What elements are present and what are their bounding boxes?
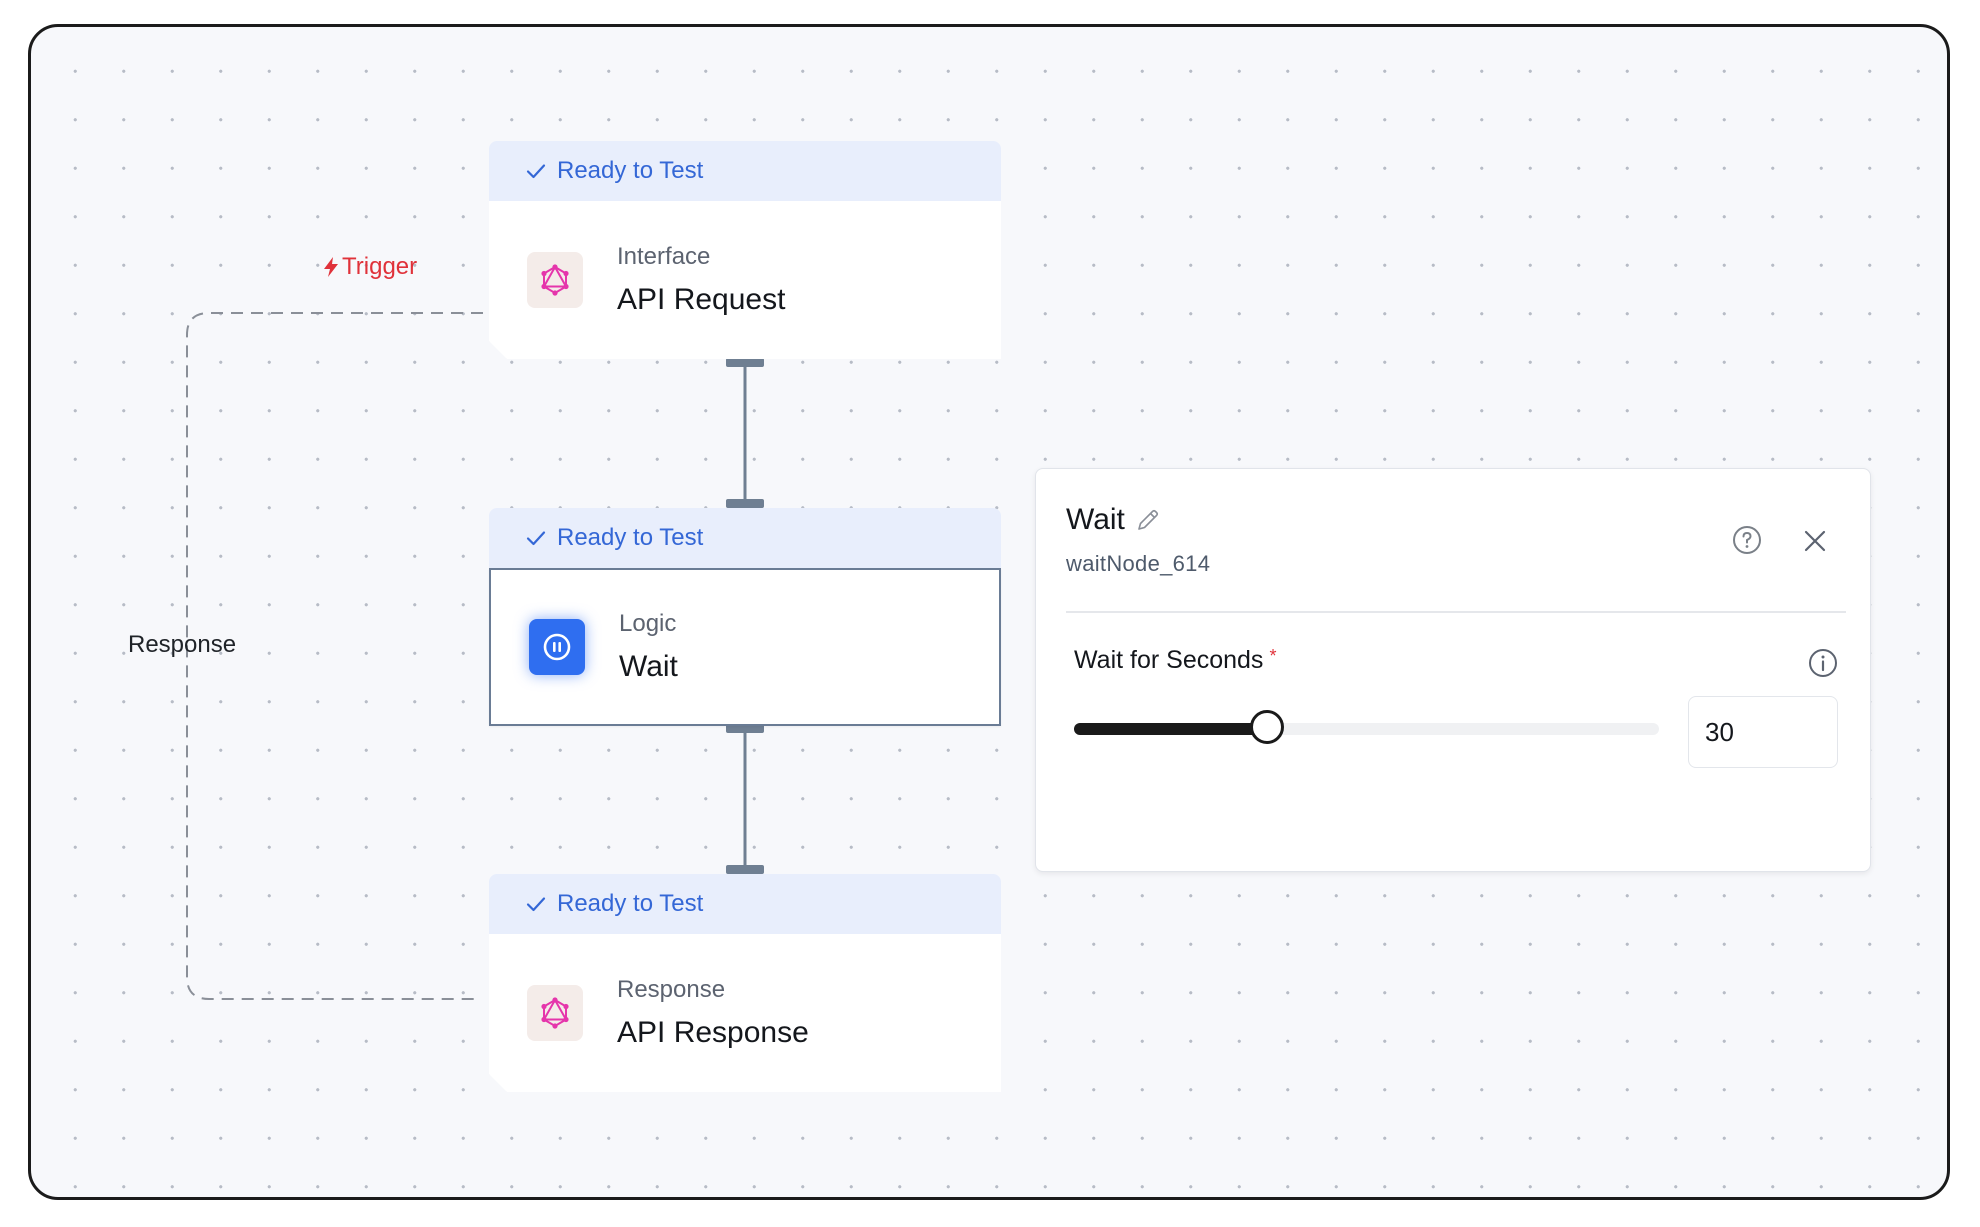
graphql-icon	[527, 252, 583, 308]
node-status-bar: Ready to Test	[489, 874, 1001, 934]
trigger-edge-label: Trigger	[322, 253, 417, 281]
node-title: API Response	[617, 1016, 809, 1049]
node-handle[interactable]	[726, 865, 764, 874]
node-status-text: Ready to Test	[557, 157, 704, 184]
response-edge-label: Response	[128, 631, 237, 658]
info-icon[interactable]	[1807, 647, 1839, 679]
close-icon[interactable]	[1801, 527, 1829, 555]
wait-settings-panel: Wait waitNode_614 Wait for Seconds*	[1035, 468, 1871, 872]
node-handle[interactable]	[726, 724, 764, 733]
wait-seconds-label-text: Wait for Seconds	[1074, 646, 1264, 674]
trigger-label-text: Trigger	[342, 253, 418, 280]
node-id: waitNode_614	[1066, 551, 1211, 576]
lightning-icon	[324, 257, 338, 277]
check-icon	[526, 531, 546, 546]
panel-title: Wait	[1066, 503, 1125, 536]
response-loop-edge	[186, 312, 483, 1000]
node-kind: Logic	[619, 610, 677, 637]
node-handle[interactable]	[726, 358, 764, 367]
node-api-request[interactable]: Ready to Test Interface API Request	[489, 141, 1001, 359]
node-kind: Response	[617, 976, 726, 1003]
wait-seconds-slider[interactable]	[1074, 709, 1659, 749]
node-status-text: Ready to Test	[557, 890, 704, 917]
check-icon	[526, 897, 546, 912]
slider-fill	[1074, 723, 1268, 735]
wait-seconds-input[interactable]	[1688, 696, 1838, 768]
pencil-icon[interactable]	[1135, 507, 1161, 533]
panel-divider	[1066, 611, 1846, 613]
slider-thumb[interactable]	[1250, 710, 1285, 744]
node-kind: Interface	[617, 243, 711, 270]
graphql-icon	[527, 985, 583, 1041]
node-title: Wait	[619, 650, 678, 683]
help-icon[interactable]	[1731, 524, 1763, 556]
node-status-bar: Ready to Test	[489, 141, 1001, 201]
edge-layer	[186, 312, 764, 1000]
wait-seconds-label: Wait for Seconds*	[1074, 646, 1276, 675]
required-mark: *	[1269, 646, 1277, 666]
node-handle[interactable]	[726, 499, 764, 508]
node-title: API Request	[617, 283, 786, 316]
node-status-text: Ready to Test	[557, 524, 704, 551]
node-card[interactable]: Interface API Request	[489, 201, 1001, 359]
node-status-bar: Ready to Test	[489, 508, 1001, 568]
node-card[interactable]: Response API Response	[489, 934, 1001, 1092]
node-card[interactable]: Logic Wait	[489, 568, 1001, 726]
workflow-canvas[interactable]: Trigger Response Ready to Test	[28, 24, 1950, 1200]
pause-icon	[529, 619, 585, 675]
check-icon	[526, 164, 546, 179]
node-wait[interactable]: Ready to Test Logic Wait	[489, 508, 1001, 726]
node-api-response[interactable]: Ready to Test Response API Response	[489, 874, 1001, 1092]
